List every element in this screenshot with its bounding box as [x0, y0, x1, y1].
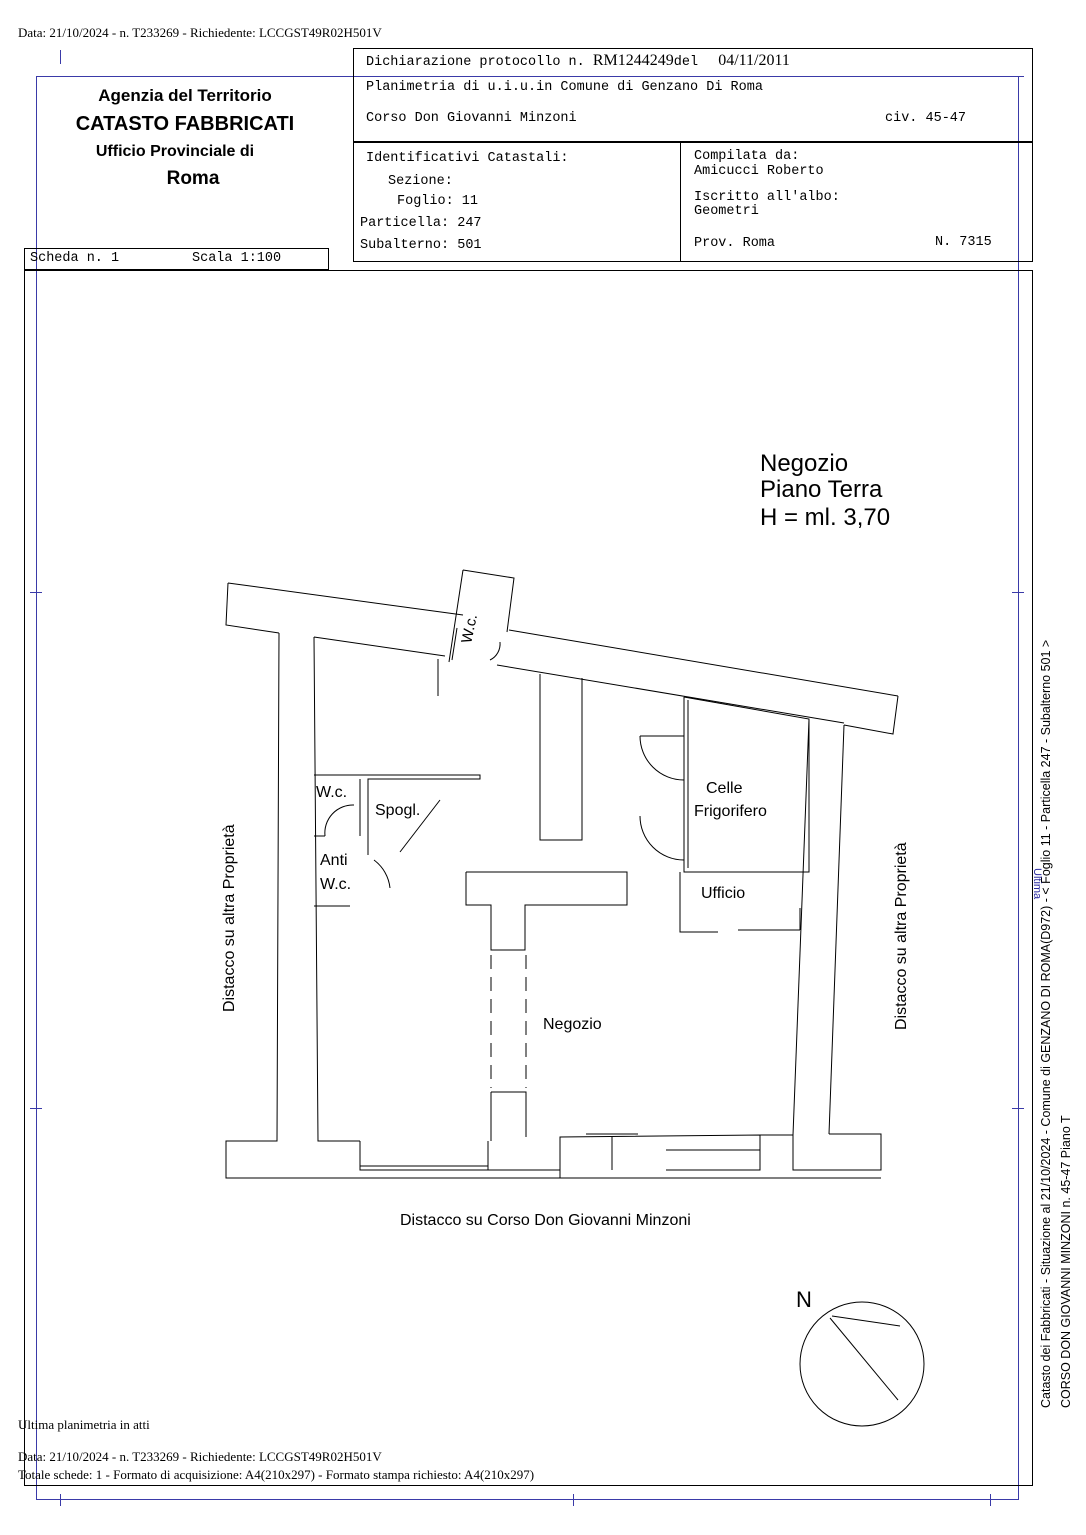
declaration-box [353, 48, 1033, 142]
celle-door-arc-b [639, 815, 685, 861]
tick [1012, 1108, 1024, 1109]
label-negozio: Negozio [543, 1016, 602, 1033]
identifiers-divider [680, 142, 681, 262]
spogl-slant-wall [399, 799, 441, 853]
agency-name: Agenzia del Territorio [98, 86, 272, 105]
identificativi-title: Identificativi Catastali: [366, 151, 569, 166]
central-beam [465, 871, 628, 951]
iscritto-label: Iscritto all'albo: [694, 190, 840, 205]
office-city: Roma [166, 168, 220, 189]
protocol-number: RM1244249 [592, 52, 674, 69]
footer-data: Data: 21/10/2024 - n. T233269 - Richiede… [18, 1449, 382, 1464]
label-spogl: Spogl. [375, 802, 420, 819]
catasto-title: CATASTO FABBRICATI [75, 113, 295, 135]
wc-door-arc [324, 804, 355, 837]
declaration-prefix: Dichiarazione protocollo n. [366, 55, 585, 70]
scale-label: Scala 1:100 [192, 251, 282, 266]
compilata-name: Amicucci Roberto [694, 164, 824, 179]
register-number: N. 7315 [935, 235, 992, 250]
bottom-wall-c [760, 1133, 882, 1171]
label-ufficio: Ufficio [701, 885, 745, 902]
identifiers-box [353, 142, 1033, 262]
right-outer-wall [828, 724, 845, 1135]
celle-room [683, 696, 810, 873]
top-wall-inner-a [313, 636, 446, 657]
top-wc-door-arc [489, 641, 501, 661]
label-frigorifero: Frigorifero [694, 803, 767, 820]
plan-floor: Piano Terra [760, 476, 883, 503]
right-inner-wall [792, 718, 810, 1136]
office-label: Ufficio Provinciale di [95, 143, 255, 160]
sezione-label: Sezione: [388, 174, 453, 189]
label-wc-top: W.c. [458, 613, 481, 645]
top-wc-door [451, 627, 458, 661]
frame-line-bottom [36, 1499, 1019, 1500]
label-distacco-bottom: Distacco su Corso Don Giovanni Minzoni [400, 1212, 691, 1229]
particella-value: Particella: 247 [360, 216, 482, 231]
frame-line-right [1018, 76, 1019, 1500]
ufficio-wall [679, 872, 718, 933]
tick [1012, 592, 1024, 593]
celle-door-arc-a [639, 735, 685, 781]
label-distacco-left: Distacco su altra Proprietà [221, 824, 238, 1012]
antiwc-door-arc [373, 859, 391, 889]
frame-line-left [36, 76, 37, 1500]
label-wc: W.c. [316, 784, 347, 801]
plan-title: Negozio [760, 450, 848, 477]
left-wall-top [225, 582, 280, 634]
label-distacco-right: Distacco su altra Proprietà [893, 842, 910, 1030]
del-label: del [673, 55, 699, 70]
top-wc-wall [462, 569, 515, 633]
tick [30, 592, 42, 593]
top-wall-outer-b [508, 629, 899, 697]
label-celle: Celle [706, 780, 743, 797]
compilata-label: Compilata da: [694, 149, 800, 164]
top-wall-inner-b [496, 664, 845, 724]
declaration-line: Dichiarazione protocollo n. RM1244249del… [366, 52, 790, 70]
right-wall-top [843, 695, 899, 735]
compass-needle-a [831, 1315, 901, 1327]
left-outer-wall [225, 632, 392, 1179]
tick [60, 50, 61, 64]
bottom-wall-a [359, 1141, 488, 1171]
civic-number: civ. 45-47 [885, 111, 967, 126]
bottom-pillar-a [487, 1141, 561, 1171]
left-inner-wall [313, 636, 360, 1142]
top-wc-left [448, 569, 464, 663]
north-label: N [796, 1287, 812, 1312]
label-antiwc: W.c. [320, 876, 351, 893]
subalterno-value: Subalterno: 501 [360, 238, 482, 253]
side-stamp: Ultima [1031, 868, 1043, 900]
albo-value: Geometri [694, 204, 759, 219]
tick [60, 1494, 61, 1506]
footer-totale: Totale schede: 1 - Formato di acquisizio… [18, 1467, 535, 1482]
lower-pillar [491, 1091, 527, 1137]
frame-line-top [36, 76, 1019, 77]
foglio-value: Foglio: 11 [397, 194, 479, 209]
compass-needle-b [829, 1317, 899, 1401]
services-top-wall [314, 774, 481, 855]
protocol-date: 04/11/2011 [718, 52, 790, 69]
tick [990, 1494, 991, 1506]
side-text-line1: Catasto dei Fabbricati - Situazione al 2… [1039, 640, 1053, 1408]
top-wall-outer-a [227, 582, 464, 616]
province-value: Prov. Roma [694, 236, 776, 251]
side-text-line2: CORSO DON GIOVANNI MINZONI n. 45-47 Pian… [1059, 1115, 1073, 1408]
address-line: Corso Don Giovanni Minzoni [366, 111, 577, 126]
scheda-box [24, 248, 329, 270]
tick [573, 1494, 574, 1506]
tick [1012, 76, 1024, 77]
label-anti: Anti [320, 852, 348, 869]
drawing-frame [24, 270, 1033, 1486]
planimetria-line: Planimetria di u.i.u.in Comune di Genzan… [366, 80, 763, 95]
tick [30, 1108, 42, 1109]
scheda-number: Scheda n. 1 [30, 251, 120, 266]
plan-height: H = ml. 3,70 [760, 504, 890, 531]
request-line: Data: 21/10/2024 - n. T233269 - Richiede… [18, 25, 382, 40]
bottom-wall-b [559, 1134, 761, 1178]
central-pillar [539, 674, 583, 841]
compass-circle [799, 1301, 925, 1427]
footer-ultima: Ultima planimetria in atti [18, 1417, 150, 1432]
